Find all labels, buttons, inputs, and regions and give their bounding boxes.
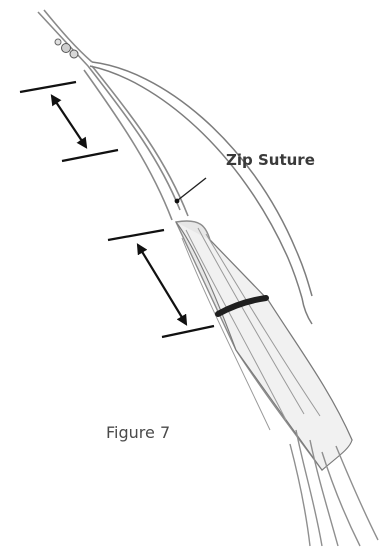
tendon-graft	[176, 221, 352, 470]
free-suture-loop	[90, 62, 312, 324]
zip-suture-leader	[175, 178, 206, 203]
upper-length-marker	[20, 82, 118, 161]
zip-suture-label: Zip Suture	[226, 151, 315, 169]
figure-caption: Figure 7	[106, 423, 170, 442]
